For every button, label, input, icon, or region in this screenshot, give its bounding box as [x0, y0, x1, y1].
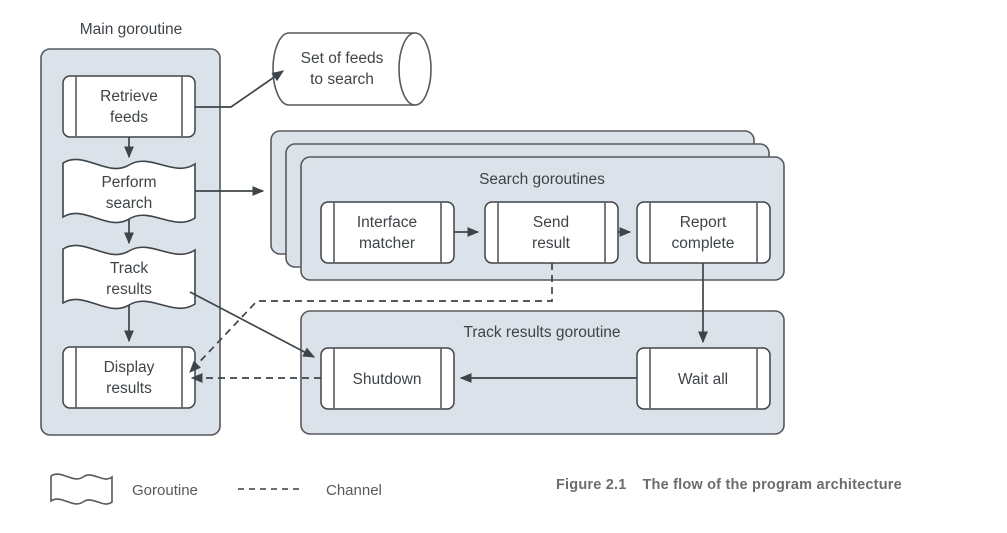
flow-retrieve-to-datastore: [195, 70, 284, 108]
display-results-label-line1: Display: [104, 359, 155, 376]
node-send-result[interactable]: Send result: [484, 201, 619, 264]
report-complete-body: [636, 201, 771, 264]
datastore-set-of-feeds[interactable]: Set of feeds to search: [272, 32, 432, 106]
figure-caption: Figure 2.1 The flow of the program archit…: [556, 477, 902, 493]
wait-all-label: Wait all: [678, 371, 728, 388]
node-display-results[interactable]: Display results: [62, 346, 196, 409]
legend-goroutine-label: Goroutine: [132, 482, 198, 499]
display-results-label-line2: results: [106, 380, 152, 397]
datastore-label-line1: Set of feeds: [301, 50, 384, 67]
search-goroutines-title: Search goroutines: [479, 171, 605, 188]
interface-matcher-label-line2: matcher: [359, 235, 415, 252]
shutdown-label: Shutdown: [353, 371, 422, 388]
legend-goroutine-swatch: [50, 473, 113, 505]
channel-send-result-to-display-results: [189, 263, 553, 373]
datastore-label-line2: to search: [310, 71, 374, 88]
retrieve-feeds-label-line1: Retrieve: [100, 88, 158, 105]
track-results-goroutine-title: Track results goroutine: [463, 324, 620, 341]
track-results-body: [62, 244, 196, 310]
datastore-cap: [398, 32, 416, 106]
report-complete-label-line1: Report: [680, 214, 727, 231]
figure-caption-text: The flow of the program architecture: [642, 477, 902, 493]
node-shutdown[interactable]: Shutdown: [320, 347, 455, 410]
perform-search-label-line2: search: [106, 195, 153, 212]
node-report-complete[interactable]: Report complete: [636, 201, 771, 264]
node-interface-matcher[interactable]: Interface matcher: [320, 201, 455, 264]
node-perform-search[interactable]: Perform search: [62, 158, 196, 224]
flow-track-results-to-shutdown: [189, 291, 316, 358]
report-complete-label-line2: complete: [672, 235, 735, 252]
retrieve-feeds-body: [62, 75, 196, 138]
track-results-label-line1: Track: [110, 260, 148, 277]
main-goroutine-title: Main goroutine: [80, 21, 183, 38]
interface-matcher-label-line1: Interface: [357, 214, 417, 231]
display-results-body: [62, 346, 196, 409]
retrieve-feeds-label-line2: feeds: [110, 109, 148, 126]
send-result-label-line1: Send: [533, 214, 569, 231]
node-retrieve-feeds[interactable]: Retrieve feeds: [62, 75, 196, 138]
perform-search-label-line1: Perform: [101, 174, 156, 191]
send-result-label-line2: result: [532, 235, 571, 252]
legend-channel-label: Channel: [326, 482, 382, 499]
node-track-results[interactable]: Track results: [62, 244, 196, 310]
interface-matcher-body: [320, 201, 455, 264]
send-result-body: [484, 201, 619, 264]
node-wait-all[interactable]: Wait all: [636, 347, 771, 410]
figure-caption-label: Figure 2.1: [556, 477, 627, 493]
track-results-label-line2: results: [106, 281, 152, 298]
perform-search-body: [62, 158, 196, 224]
legend: Goroutine Channel: [50, 473, 382, 505]
